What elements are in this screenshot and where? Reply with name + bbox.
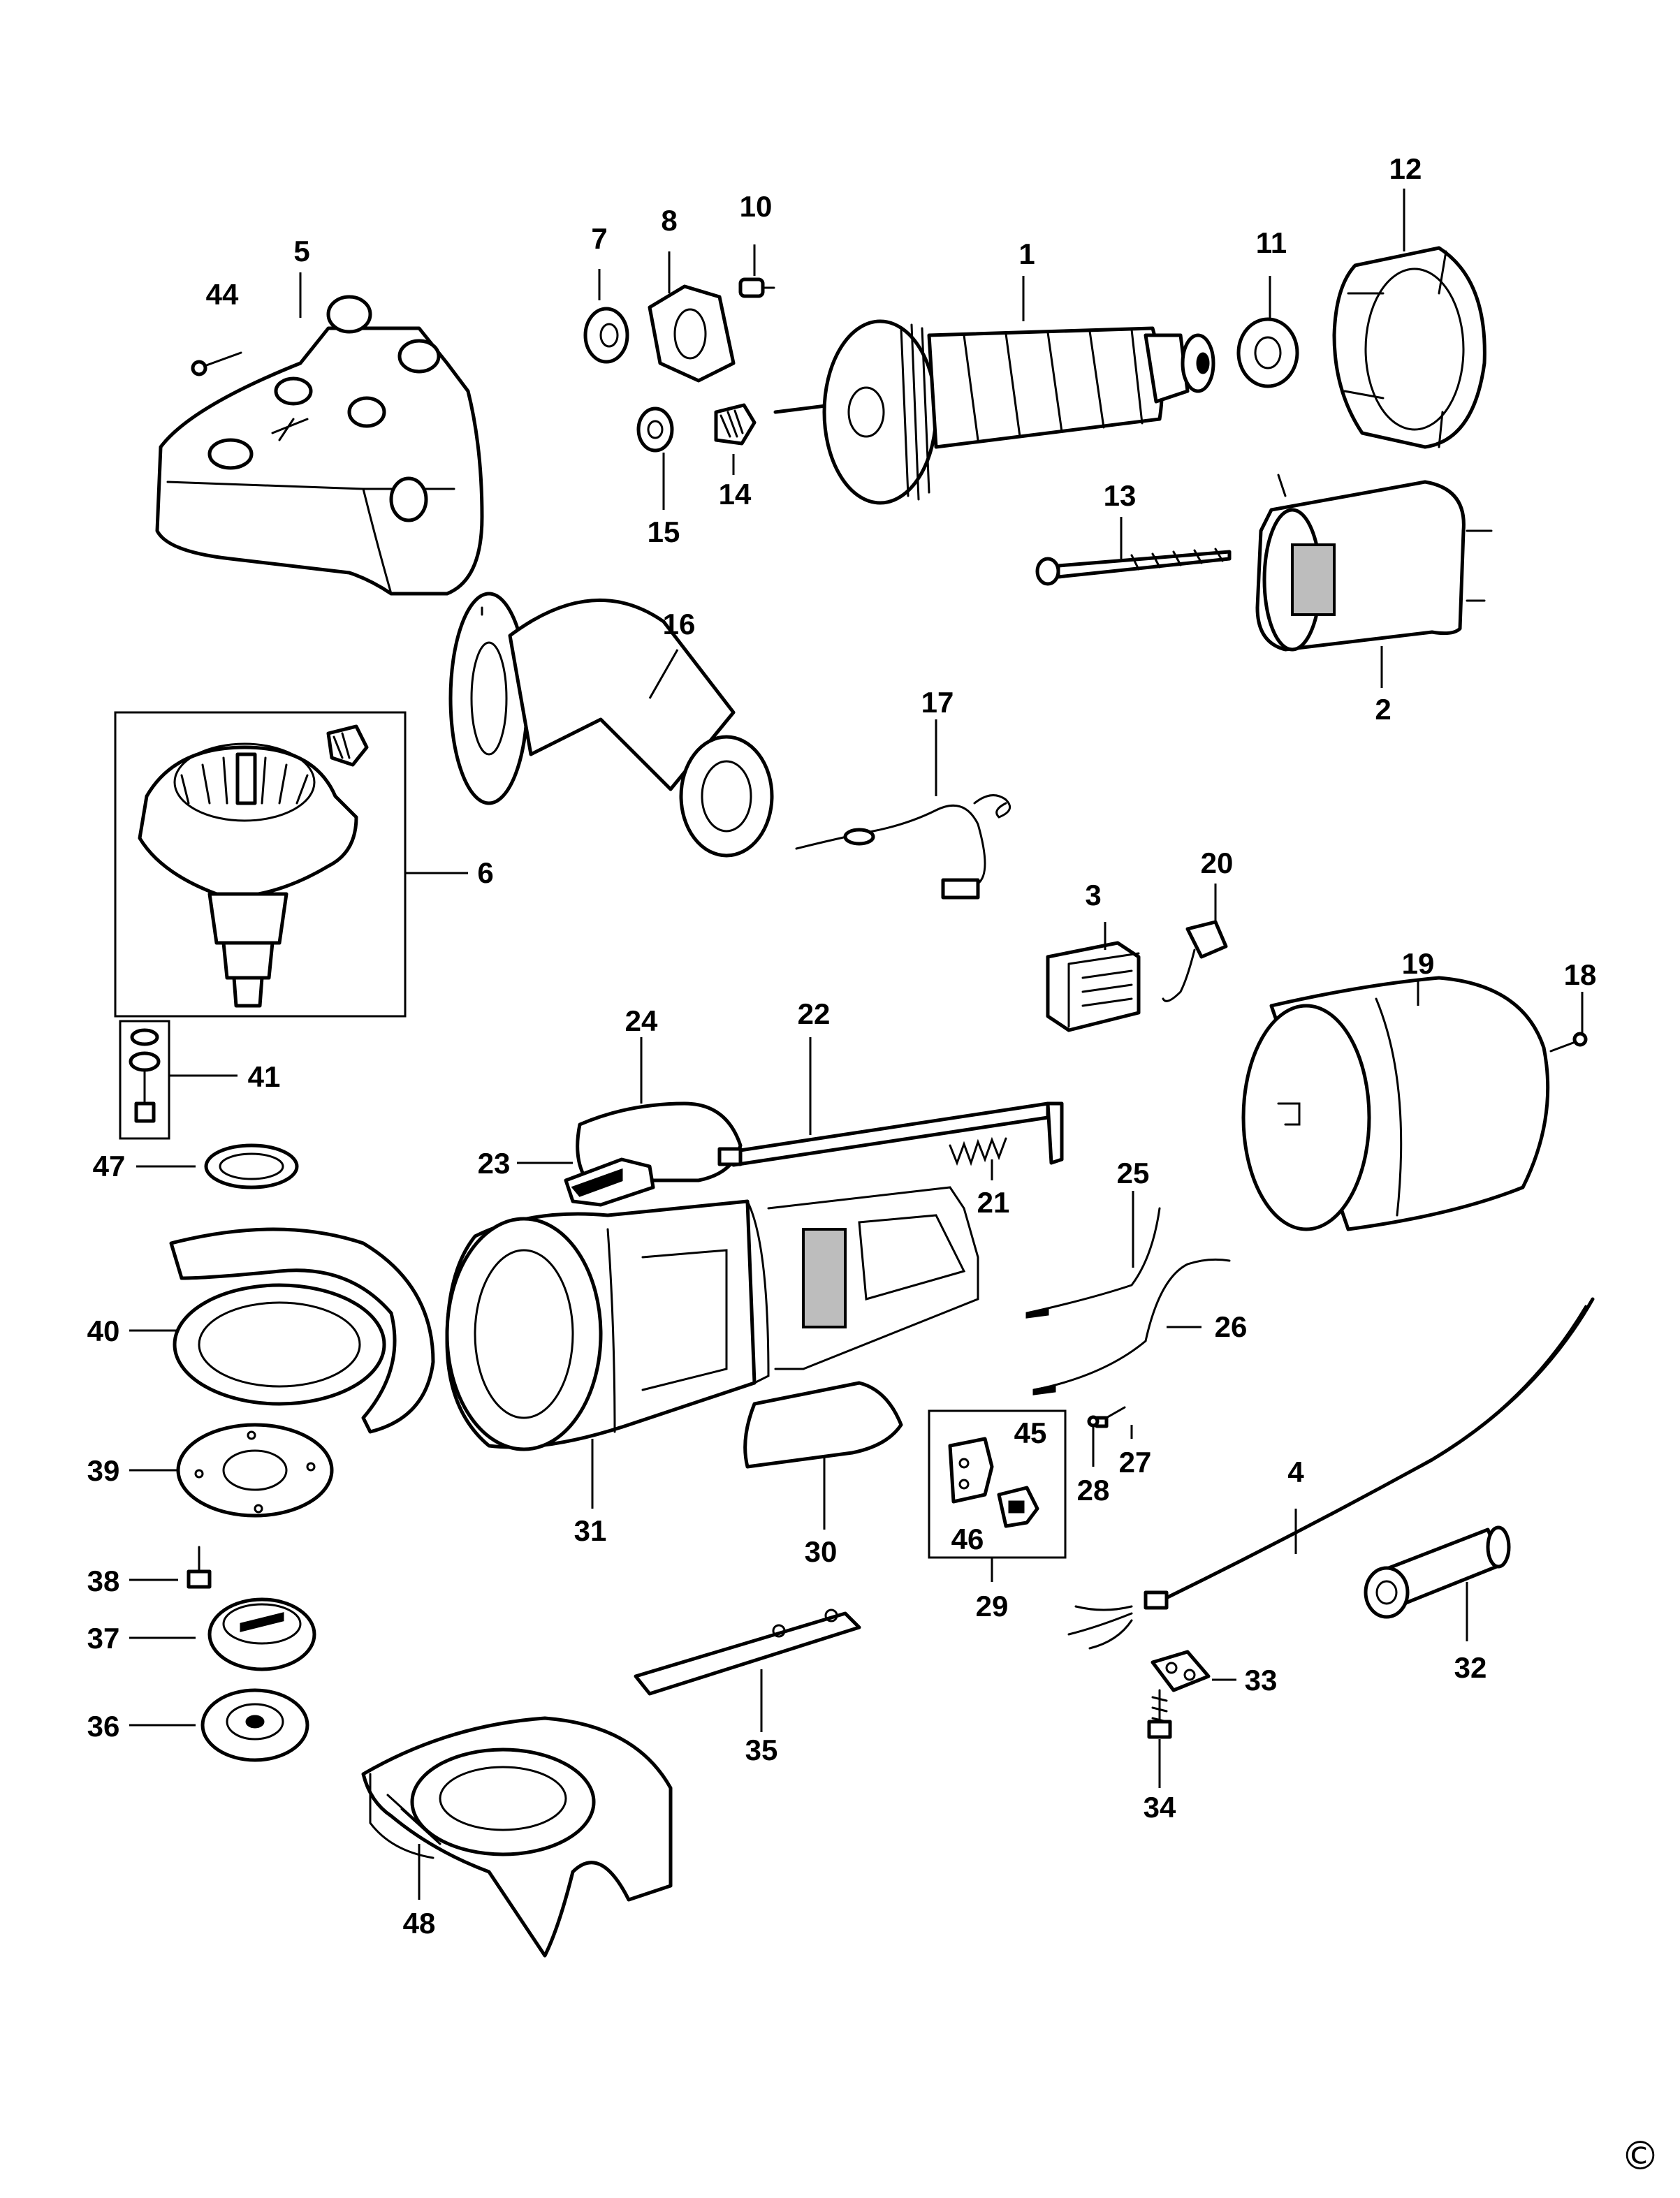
part-31-motor-housing [445,1186,979,1451]
label-33: 33 [1245,1664,1278,1697]
label-36: 36 [87,1710,120,1743]
copyright-mark: © [1621,2134,1660,2179]
part-23-switch-button [564,1157,655,1207]
part-12-ring [1332,246,1487,449]
label-4: 4 [1287,1456,1304,1488]
label-23: 23 [478,1147,511,1180]
part-17-wiring [795,794,1011,900]
part-labels: 1 2 3 4 5 6 7 8 10 11 12 13 14 15 16 17 … [87,152,1597,1940]
part-5-gear-housing [155,295,484,596]
label-45: 45 [1014,1416,1047,1449]
part-26-lead [1032,1258,1231,1395]
label-29: 29 [976,1590,1009,1622]
part-18-screw [1549,1032,1588,1053]
part-27-screw [1095,1406,1126,1428]
part-34-screw [1147,1689,1172,1739]
label-8: 8 [661,204,677,237]
label-31: 31 [574,1514,607,1547]
label-48: 48 [403,1907,436,1940]
label-19: 19 [1402,947,1435,980]
leader-lines [299,189,1584,1900]
label-32: 32 [1454,1651,1487,1684]
part-40-wheel-guard [169,1227,435,1434]
part-2-field [1255,474,1493,652]
label-22: 22 [798,997,831,1030]
label-47: 47 [93,1150,126,1182]
part-11-bearing [1236,317,1299,388]
label-1: 1 [1018,237,1035,270]
label-37: 37 [87,1622,120,1655]
part-8-plate [648,284,736,383]
label-17: 17 [921,686,954,719]
label-6: 6 [477,856,493,889]
part-28-washer [1087,1415,1100,1428]
part-16-side-handle [448,592,774,858]
label-34: 34 [1144,1791,1176,1824]
part-22-switch-rod [717,1101,1064,1167]
label-3: 3 [1085,879,1101,911]
label-24: 24 [625,1004,658,1037]
label-16: 16 [663,608,696,640]
label-41: 41 [248,1060,281,1093]
label-38: 38 [87,1565,120,1597]
label-12: 12 [1389,152,1422,185]
label-10: 10 [740,190,773,223]
part-1-armature [773,319,1215,505]
part-32-cord-protector [1364,1525,1511,1619]
label-5: 5 [293,235,309,268]
label-46: 46 [951,1523,984,1555]
label-14: 14 [719,478,752,511]
part-4-power-cord [1067,1297,1595,1650]
label-39: 39 [87,1454,120,1487]
label-35: 35 [745,1734,778,1766]
label-30: 30 [805,1535,838,1568]
part-30-cover [743,1381,903,1469]
label-2: 2 [1375,693,1391,726]
label-40: 40 [87,1314,120,1347]
part-38-screw [187,1546,212,1589]
label-21: 21 [977,1186,1010,1219]
label-13: 13 [1104,479,1137,512]
part-3-brush [1046,941,1141,1032]
label-7: 7 [591,222,607,255]
part-20-brush-lead [1162,920,1228,1002]
label-11: 11 [1256,226,1287,259]
part-37-nut [207,1597,316,1671]
part-15-nut [636,406,674,453]
label-25: 25 [1117,1157,1150,1189]
part-33-clamp [1151,1650,1211,1692]
part-29-switch-assembly [928,1409,1067,1559]
part-39-flange [176,1423,334,1518]
label-20: 20 [1201,847,1234,879]
part-7-bearing [583,307,629,364]
part-35-spanner [634,1609,861,1696]
part-41-screw-set [119,1020,170,1140]
part-48-cutting-guard [361,1716,673,1958]
part-14-pinion [714,403,757,446]
label-18: 18 [1564,958,1597,991]
part-47-washer [204,1143,299,1189]
label-44: 44 [206,278,239,311]
label-27: 27 [1119,1446,1152,1479]
label-26: 26 [1215,1310,1248,1343]
label-28: 28 [1077,1474,1110,1507]
part-36-flange-nut [200,1688,309,1762]
part-44-screw [191,351,242,376]
part-10-screw [738,277,775,298]
part-21-spring [949,1136,1007,1166]
part-13-screw [1035,548,1232,586]
part-6-gear-assembly [114,711,407,1018]
label-15: 15 [648,515,680,548]
part-25-lead [1025,1207,1161,1319]
part-19-rear-cover [1241,976,1550,1231]
